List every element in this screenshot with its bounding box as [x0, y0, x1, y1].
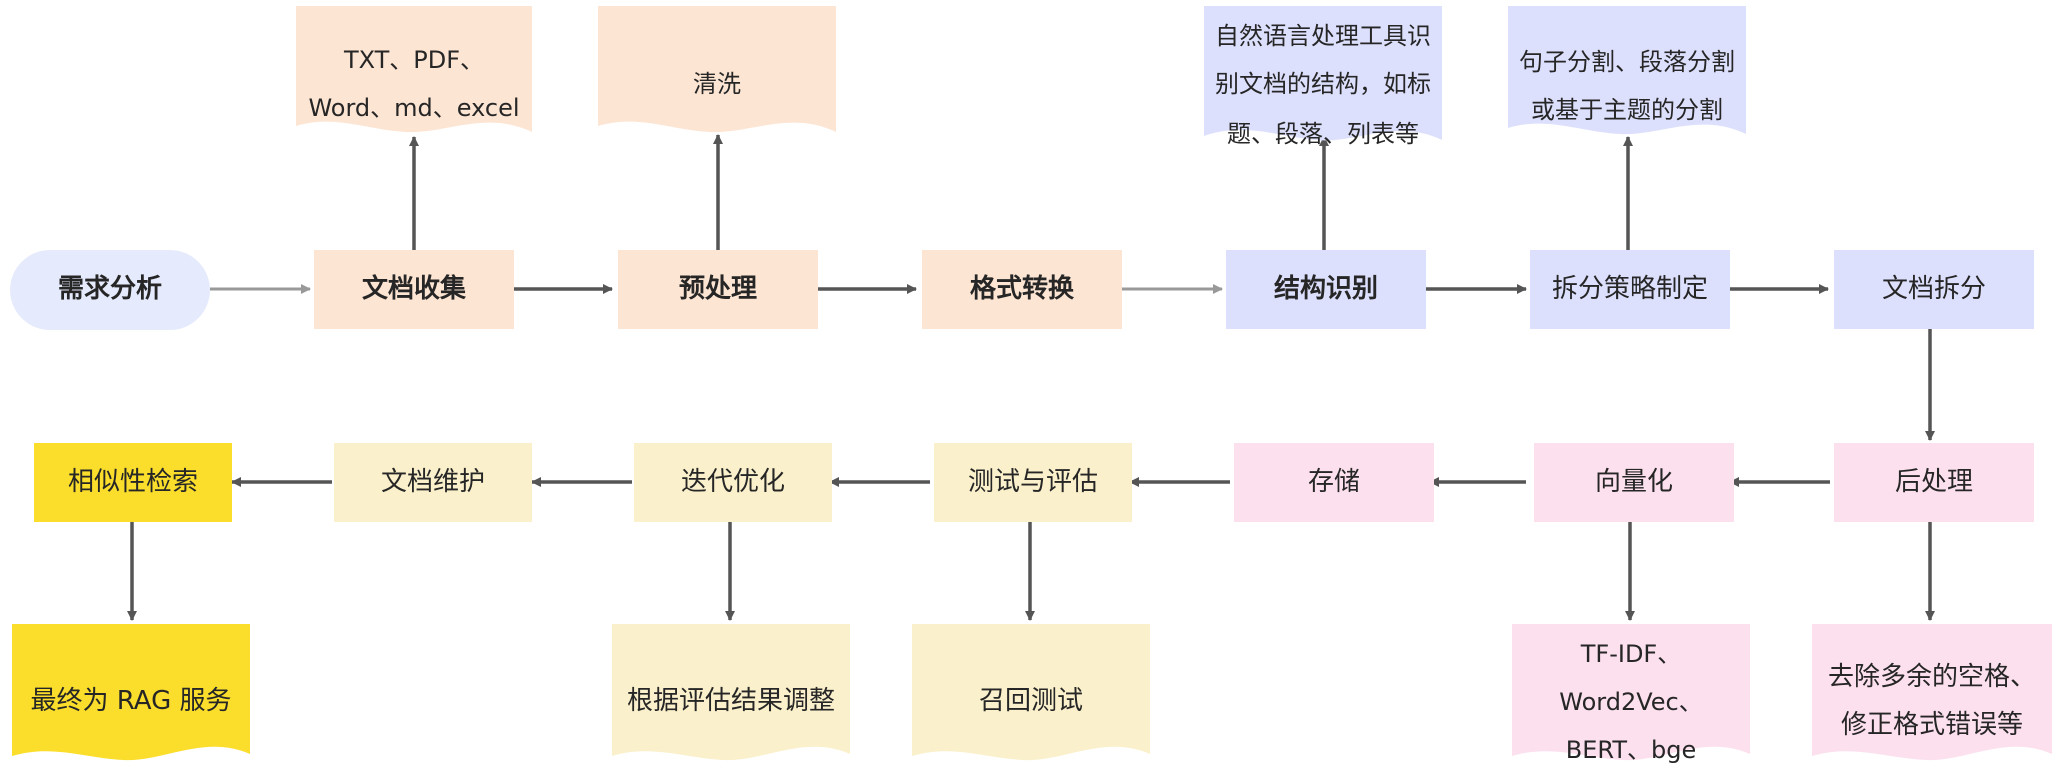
note-cleanup-line1: 去除多余的空格、	[1827, 662, 2036, 692]
note-cleanup: 去除多余的空格、 修正格式错误等	[1812, 624, 2052, 764]
node-vectorization: 向量化	[1534, 443, 1734, 522]
node-testing-evaluation: 测试与评估	[934, 443, 1132, 522]
note-vector-methods-line1: TF-IDF、	[1580, 640, 1682, 668]
node-requirement-analysis: 需求分析	[10, 250, 210, 330]
note-cleaning: 清洗	[598, 6, 836, 136]
node-document-collection: 文档收集	[314, 250, 514, 329]
note-cleanup-line2: 修正格式错误等	[1840, 710, 2023, 740]
note-file-types-line1: TXT、PDF、	[343, 46, 485, 74]
note-adjust: 根据评估结果调整	[612, 624, 850, 764]
note-split-methods-line2: 或基于主题的分割	[1531, 96, 1723, 124]
node-postprocessing: 后处理	[1834, 443, 2034, 522]
note-split-methods-line1: 句子分割、段落分割	[1519, 48, 1735, 76]
node-document-maintenance: 文档维护	[334, 443, 532, 522]
note-cleaning-line1: 清洗	[693, 70, 741, 98]
note-nlp-tools: 自然语言处理工具识 别文档的结构，如标 题、段落、列表等	[1204, 6, 1442, 148]
node-document-splitting: 文档拆分	[1834, 250, 2034, 329]
note-nlp-tools-line2: 别文档的结构，如标	[1215, 70, 1431, 98]
note-recall-test: 召回测试	[912, 624, 1150, 764]
note-adjust-line1: 根据评估结果调整	[626, 686, 835, 716]
node-structure-recognition: 结构识别	[1226, 250, 1426, 329]
note-rag-service-line1: 最终为 RAG 服务	[30, 686, 232, 716]
note-vector-methods: TF-IDF、 Word2Vec、 BERT、bge	[1512, 624, 1750, 764]
note-vector-methods-line3: BERT、bge	[1565, 736, 1697, 764]
node-split-strategy: 拆分策略制定	[1530, 250, 1730, 329]
node-format-conversion: 格式转换	[922, 250, 1122, 329]
node-iterative-optimization: 迭代优化	[634, 443, 832, 522]
note-file-types: TXT、PDF、 Word、md、excel	[296, 6, 532, 136]
note-nlp-tools-line1: 自然语言处理工具识	[1215, 22, 1431, 50]
note-vector-methods-line2: Word2Vec、	[1559, 688, 1703, 716]
node-similarity-retrieval: 相似性检索	[34, 443, 232, 522]
note-nlp-tools-line3: 题、段落、列表等	[1227, 120, 1419, 148]
note-file-types-line2: Word、md、excel	[308, 94, 520, 122]
note-recall-test-line1: 召回测试	[978, 686, 1083, 716]
note-split-methods: 句子分割、段落分割 或基于主题的分割	[1508, 6, 1746, 138]
note-rag-service: 最终为 RAG 服务	[12, 624, 250, 764]
node-storage: 存储	[1234, 443, 1434, 522]
node-preprocessing: 预处理	[618, 250, 818, 329]
